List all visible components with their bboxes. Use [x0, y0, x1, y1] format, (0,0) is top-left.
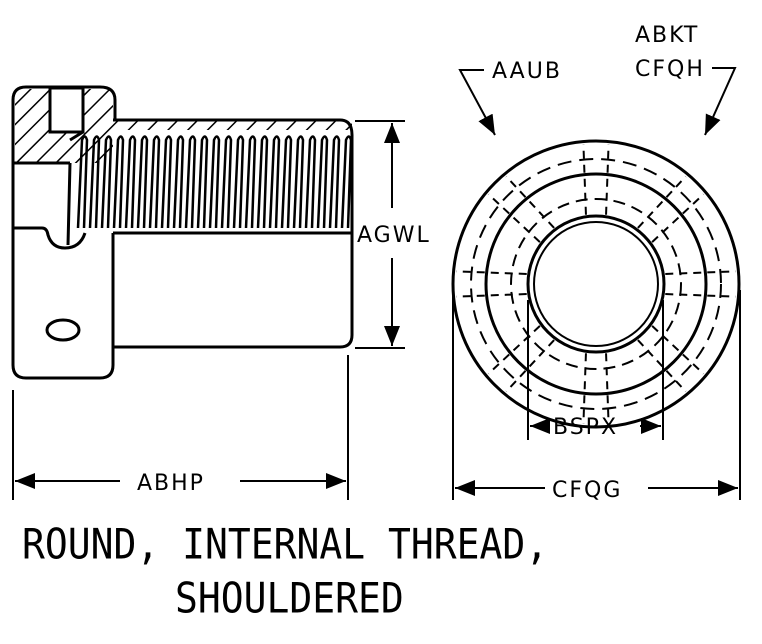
caption-line-1: ROUND, INTERNAL THREAD,: [22, 519, 549, 569]
thread-lines: [76, 135, 353, 229]
head-top: [11, 85, 117, 120]
thread-tooth: [160, 135, 173, 229]
thread-tooth: [148, 135, 161, 229]
hidden-slot-line: [487, 325, 541, 375]
side-view: [11, 85, 354, 380]
hidden-slot-line: [665, 270, 736, 275]
hidden-slot-line: [456, 270, 527, 275]
thread-tooth: [268, 135, 281, 229]
hidden-slot-line: [487, 193, 541, 243]
label-bspx: BSPX: [553, 415, 618, 440]
caption-line-2: SHOULDERED: [175, 573, 404, 623]
label-abkt: ABKT: [635, 23, 699, 48]
head-outline: [11, 100, 115, 380]
outer-circle: [451, 139, 741, 429]
thread-tooth: [208, 135, 221, 229]
bore-inner-circle: [533, 221, 659, 347]
end-view: [451, 139, 741, 429]
thread-tooth: [280, 135, 293, 229]
hidden-slot-line: [605, 353, 610, 424]
hidden-slot-line: [605, 144, 610, 215]
hidden-slot-line: [505, 339, 555, 393]
hidden-slot-line: [582, 353, 587, 424]
hidden-slot-line: [665, 293, 736, 298]
label-abhp: ABHP: [137, 471, 205, 496]
thread-tooth: [244, 135, 257, 229]
hidden-slot-line: [456, 293, 527, 298]
hidden-circle-outer: [470, 158, 722, 410]
hidden-slot-line: [651, 193, 705, 243]
aaub-leader: [458, 69, 496, 136]
bore-circle: [526, 214, 666, 354]
set-screw-hole: [48, 86, 85, 134]
label-aaub: AAUB: [492, 59, 562, 84]
thread-tooth: [256, 135, 269, 229]
body-hatch: [113, 120, 352, 130]
thread-tooth: [124, 135, 137, 229]
hidden-circle-inner: [510, 198, 682, 370]
thread-tooth: [304, 135, 317, 229]
thread-tooth: [316, 135, 329, 229]
head-thread-start: [66, 130, 84, 246]
thread-tooth: [292, 135, 305, 229]
thread-tooth: [196, 135, 209, 229]
hidden-slot-line: [651, 325, 705, 375]
hidden-slot-line: [582, 144, 587, 215]
thread-tooth: [112, 135, 125, 229]
thread-tooth: [172, 135, 185, 229]
hidden-slot-line: [637, 339, 687, 393]
label-agwl: AGWL: [357, 223, 431, 248]
thread-tooth: [232, 135, 245, 229]
label-cfqh: CFQH: [635, 57, 705, 82]
thread-tooth: [136, 135, 149, 229]
label-cfqg: CFQG: [552, 478, 622, 503]
abkt-leader: [704, 67, 737, 136]
hidden-slot-line: [505, 175, 555, 229]
thread-tooth: [184, 135, 197, 229]
hidden-slot-line: [637, 175, 687, 229]
pin-hole: [45, 318, 81, 342]
shoulder-circle: [484, 172, 708, 396]
dimension-lines: [12, 67, 741, 500]
thread-tooth: [340, 135, 353, 229]
head-notch-bottom: [13, 226, 87, 250]
thread-tooth: [220, 135, 233, 229]
thread-tooth: [328, 135, 341, 229]
